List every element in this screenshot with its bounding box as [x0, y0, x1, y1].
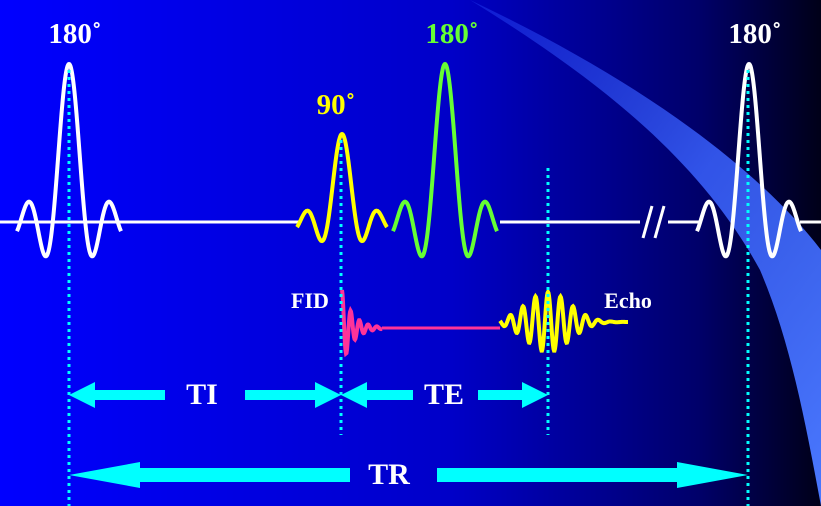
- light-beam: [470, 0, 821, 506]
- te-arrow-left: [341, 382, 413, 408]
- label-tr: TR: [368, 458, 410, 491]
- label-te: TE: [424, 378, 464, 411]
- double-slash-break-icon: [641, 205, 666, 239]
- interval-arrows: [69, 382, 748, 488]
- pulse-90: [295, 131, 389, 244]
- ti-arrow-left: [69, 382, 165, 408]
- label-ti: TI: [186, 378, 218, 411]
- label-90: 90˚: [317, 89, 356, 121]
- dotted-guides: [67, 70, 750, 506]
- tr-arrow-right: [437, 462, 748, 488]
- ti-arrow-right: [245, 382, 341, 408]
- label-180-mid: 180˚: [425, 18, 478, 50]
- label-echo: Echo: [604, 288, 652, 313]
- te-arrow-right: [478, 382, 548, 408]
- fid-signal: [340, 289, 383, 358]
- echo-signal: [498, 287, 628, 353]
- pulse-180-mid: [391, 61, 499, 259]
- label-180-left: 180˚: [48, 18, 101, 50]
- tr-arrow-left: [69, 462, 350, 488]
- pulse-180-left: [15, 61, 123, 259]
- pulse-180-right: [695, 61, 803, 259]
- label-fid: FID: [291, 288, 329, 313]
- label-180-right: 180˚: [728, 18, 781, 50]
